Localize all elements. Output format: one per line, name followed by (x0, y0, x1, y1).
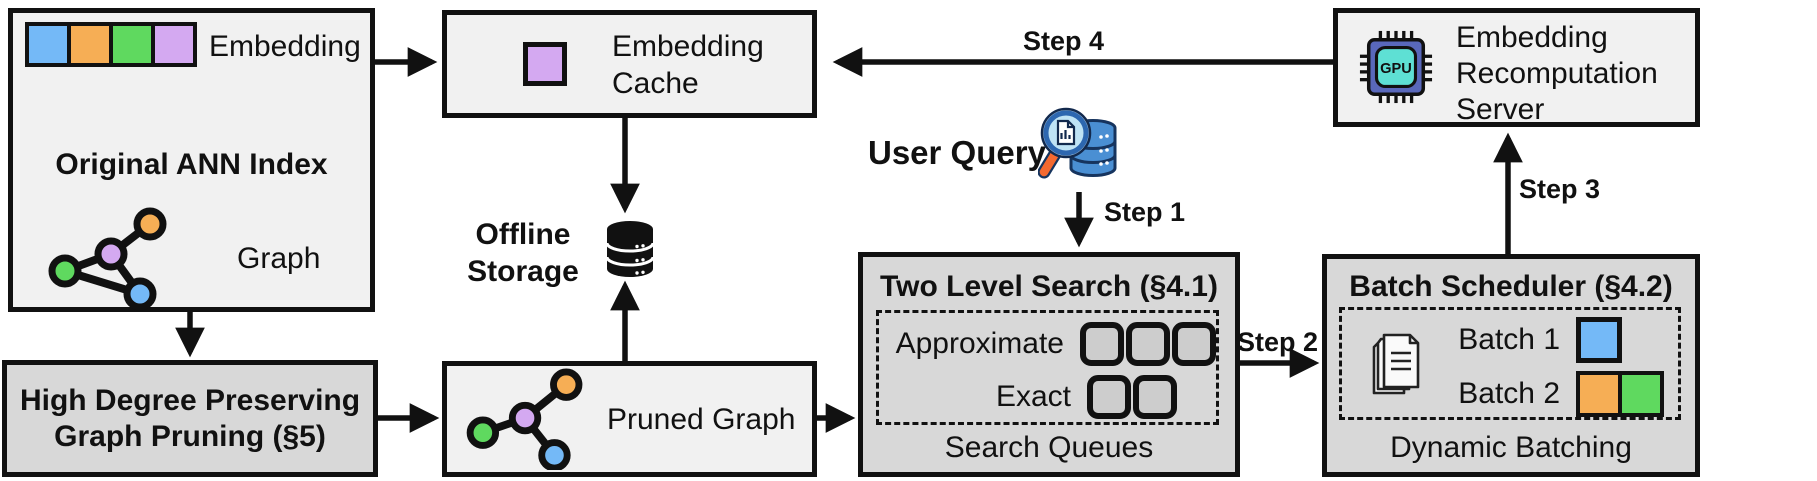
exact-queue-slots (1087, 375, 1177, 419)
dynamic-batching-panel: Batch 1 Batch 2 (1339, 307, 1681, 420)
step4-label: Step 4 (1023, 26, 1105, 56)
batch1-row: Batch 1 (1342, 313, 1678, 367)
approximate-label: Approximate (895, 327, 1064, 360)
batch2-label: Batch 2 (1458, 377, 1560, 410)
recomputation-server-box: GPU Embedding Recomputation Server (1333, 8, 1700, 127)
approximate-queue-slots (1080, 322, 1216, 366)
embedding-cell-blue (29, 26, 67, 63)
batch2-items (1576, 371, 1664, 417)
step3-label: Step 3 (1519, 174, 1601, 204)
two-level-search-box: Two Level Search (§4.1) Approximate Exac… (858, 252, 1240, 477)
embedding-cell-green (113, 26, 151, 63)
queue-slot (1133, 375, 1177, 419)
user-query-label: User Query (868, 134, 1046, 171)
original-ann-index-box: Embedding Original ANN Index Graph (8, 8, 375, 312)
offline-storage-label: Offline Storage (467, 218, 579, 288)
magnifier-database-icon (1038, 107, 1117, 179)
queue-slot (1126, 322, 1170, 366)
gpu-text: GPU (1380, 61, 1412, 77)
dynamic-batching-footer: Dynamic Batching (1390, 431, 1632, 464)
graph-label: Graph (237, 242, 321, 275)
embedding-cache-label: Embedding Cache (612, 30, 764, 100)
queue-slot (1087, 375, 1131, 419)
approximate-queue-row: Approximate (879, 320, 1216, 368)
batch2-item-orange (1580, 375, 1618, 413)
batch1-label: Batch 1 (1458, 323, 1560, 356)
graph-nodes-icon (48, 207, 167, 311)
pruned-graph-nodes-icon (466, 368, 583, 470)
step1-label: Step 1 (1104, 197, 1186, 227)
exact-label: Exact (995, 380, 1071, 413)
search-queues-footer: Search Queues (944, 431, 1154, 464)
batch2-item-green (1622, 375, 1660, 413)
step2-label: Step 2 (1237, 327, 1319, 357)
database-icon (605, 221, 655, 277)
pruned-graph-label: Pruned Graph (607, 403, 796, 436)
gpu-chip-icon: GPU (1359, 30, 1433, 104)
embedding-vector-icon (25, 22, 197, 67)
recomputation-server-label: Embedding Recomputation Server (1456, 21, 1658, 126)
graph-pruning-box: High Degree Preserving Graph Pruning (§5… (2, 360, 378, 477)
pruned-graph-box: Pruned Graph (442, 361, 817, 477)
two-level-search-title: Two Level Search (§4.1) (880, 270, 1218, 303)
cached-embedding-square-icon (523, 42, 567, 86)
embedding-cell-orange (71, 26, 109, 63)
queue-slot (1080, 322, 1124, 366)
queue-slot (1172, 322, 1216, 366)
batch1-item-blue (1576, 317, 1622, 363)
search-queues-panel: Approximate Exact (876, 310, 1219, 425)
graph-pruning-label: High Degree Preserving Graph Pruning (§5… (19, 383, 361, 453)
batch2-row: Batch 2 (1342, 367, 1678, 421)
embedding-cache-box: Embedding Cache (442, 10, 817, 118)
documents-icon (1372, 333, 1420, 395)
original-index-title: Original ANN Index (55, 148, 328, 181)
batch-scheduler-box: Batch Scheduler (§4.2) Batch 1 (1322, 254, 1700, 477)
batch-scheduler-title: Batch Scheduler (§4.2) (1349, 270, 1673, 303)
exact-queue-row: Exact (879, 373, 1216, 421)
embedding-cell-purple (155, 26, 193, 63)
embedding-label: Embedding (209, 30, 361, 63)
